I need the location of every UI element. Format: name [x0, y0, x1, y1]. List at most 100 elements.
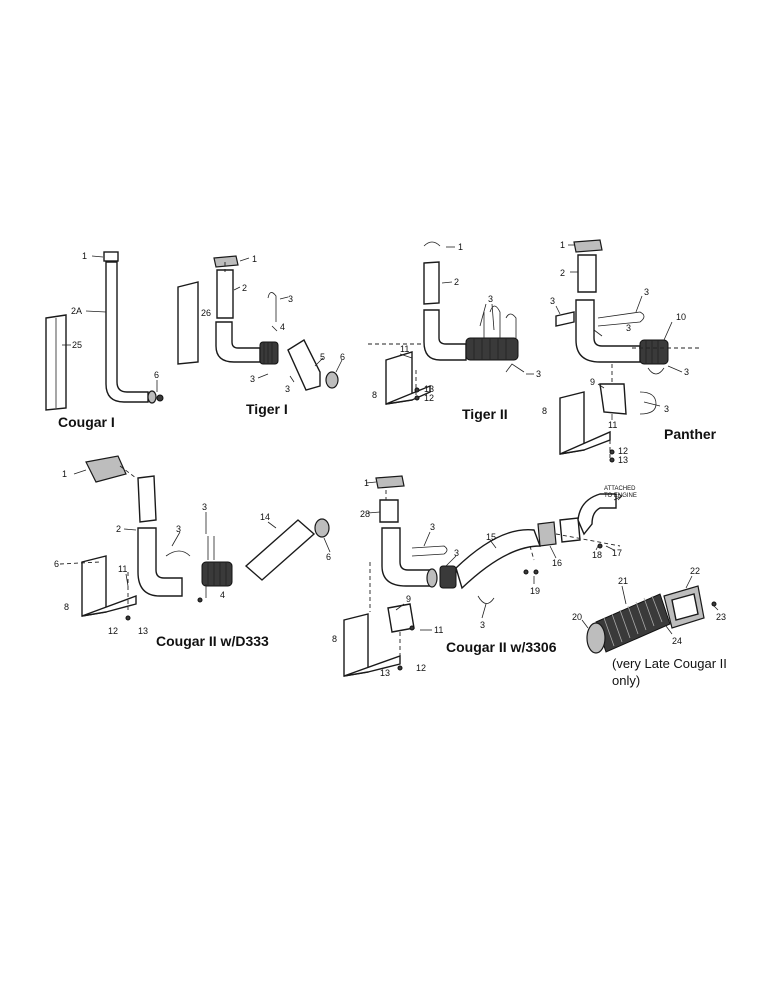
callout-9: 9	[590, 377, 595, 387]
callout-18: 18	[592, 550, 602, 560]
callout-1: 1	[560, 240, 565, 250]
callout-2: 2	[116, 524, 121, 534]
callout-1: 1	[364, 478, 369, 488]
callout-13: 13	[380, 668, 390, 678]
callout-3: 3	[202, 502, 207, 512]
callout-2: 2	[454, 277, 459, 287]
callout-22: 22	[690, 566, 700, 576]
flex-coupler	[439, 565, 457, 589]
flex-pipe	[465, 337, 519, 361]
rain-cap	[375, 475, 405, 489]
flange	[426, 568, 438, 588]
caption-tiger-1: Tiger I	[246, 401, 288, 417]
elbow-pipe-2	[137, 527, 183, 597]
callout-6: 6	[54, 559, 59, 569]
callout-21: 21	[618, 576, 628, 586]
callout-13: 13	[424, 384, 434, 394]
callout-3: 3	[488, 294, 493, 304]
callout-11: 11	[118, 564, 127, 574]
callout-12: 12	[618, 446, 628, 456]
callout-25: 25	[72, 340, 82, 350]
callout-16: 16	[552, 558, 562, 568]
flex-pipe-4	[201, 561, 233, 587]
cougar-2-d333-assembly: 1 2 3 3 14 6 6 11 4 8 12 13 Cougar II w/…	[54, 455, 331, 649]
callout-3: 3	[480, 620, 485, 630]
cougar-2-3306-assembly: ATTACHED TO ENGINE 1 28 3 3 15 16 18 17 …	[332, 475, 637, 678]
callout-8: 8	[542, 406, 547, 416]
callout-3: 3	[176, 524, 181, 534]
callout-1: 1	[82, 251, 87, 261]
rain-cap	[213, 255, 239, 268]
callout-3: 3	[285, 384, 290, 394]
callout-17: 17	[612, 548, 622, 558]
callout-3: 3	[644, 287, 649, 297]
caption-cougar-2-d333: Cougar II w/D333	[156, 633, 269, 649]
flex-bellows-21	[595, 593, 671, 653]
callout-11: 11	[608, 420, 617, 430]
callout-12: 12	[108, 626, 118, 636]
callout-2a: 2A	[71, 306, 82, 316]
note-line-1: (very Late Cougar II	[612, 656, 727, 671]
tiger-1-assembly: 1 2 3 26 4 5 6 3 3 Tiger I	[177, 254, 345, 417]
stack-2	[216, 269, 234, 319]
cap-part	[103, 251, 119, 262]
callout-12: 12	[416, 663, 426, 673]
rain-cap	[573, 239, 603, 253]
callout-1: 1	[252, 254, 257, 264]
nut-part	[156, 394, 164, 402]
note-line-2: only)	[612, 673, 640, 688]
flex-pipe-4	[259, 341, 279, 365]
caption-tiger-2: Tiger II	[462, 406, 508, 422]
callout-3: 3	[536, 369, 541, 379]
stack-28	[379, 499, 399, 523]
callout-8: 8	[372, 390, 377, 400]
rain-cap	[85, 455, 127, 483]
exhaust-pipe-2a	[105, 261, 149, 403]
stack-2	[577, 254, 597, 293]
bracket-9	[599, 383, 627, 415]
callout-24: 24	[672, 636, 682, 646]
clamp-part	[147, 390, 157, 404]
callout-3: 3	[454, 548, 459, 558]
callout-13: 13	[138, 626, 148, 636]
caption-cougar-2-3306: Cougar II w/3306	[446, 639, 557, 655]
panther-assembly: 1 2 3 3 10 3 3 9 8 11 3 12 13 Panther	[542, 239, 717, 465]
engine-label-line2: TO ENGINE	[604, 493, 637, 499]
callout-20: 20	[572, 612, 582, 622]
caption-panther: Panther	[664, 426, 717, 442]
callout-1: 1	[458, 242, 463, 252]
callout-23: 23	[716, 612, 726, 622]
callout-13: 13	[618, 455, 628, 465]
callout-6: 6	[154, 370, 159, 380]
callout-2: 2	[560, 268, 565, 278]
bracket-base	[343, 655, 401, 677]
bracket-8	[343, 613, 369, 677]
shield-26	[177, 281, 199, 365]
tiger-2-assembly: 1 2 3 11 8 13 12 3 Tiger II	[368, 241, 541, 422]
callout-3: 3	[664, 404, 669, 414]
callout-15: 15	[486, 532, 496, 542]
gasket-16	[537, 521, 557, 547]
callout-9: 9	[406, 594, 411, 604]
callout-3: 3	[550, 296, 555, 306]
clamp-3	[555, 311, 575, 327]
callout-11: 11	[400, 344, 409, 354]
callout-10: 10	[676, 312, 686, 322]
elbow-pipe	[215, 321, 261, 363]
callout-3: 3	[626, 323, 631, 333]
callout-28: 28	[360, 509, 370, 519]
callout-14: 14	[260, 512, 270, 522]
caption-cougar-1: Cougar I	[58, 414, 115, 430]
clamp-20	[586, 622, 606, 654]
cougar-1-assembly: 1 2A 25 6 Cougar I	[45, 251, 164, 430]
elbow-pipe	[423, 309, 467, 361]
flex-pipe-10	[639, 339, 669, 365]
callout-2: 2	[242, 283, 247, 293]
callout-4: 4	[220, 590, 225, 600]
callout-1: 1	[62, 469, 67, 479]
stack	[137, 475, 157, 523]
callout-26: 26	[201, 308, 211, 318]
callout-8: 8	[332, 634, 337, 644]
flange-plate	[559, 517, 581, 543]
